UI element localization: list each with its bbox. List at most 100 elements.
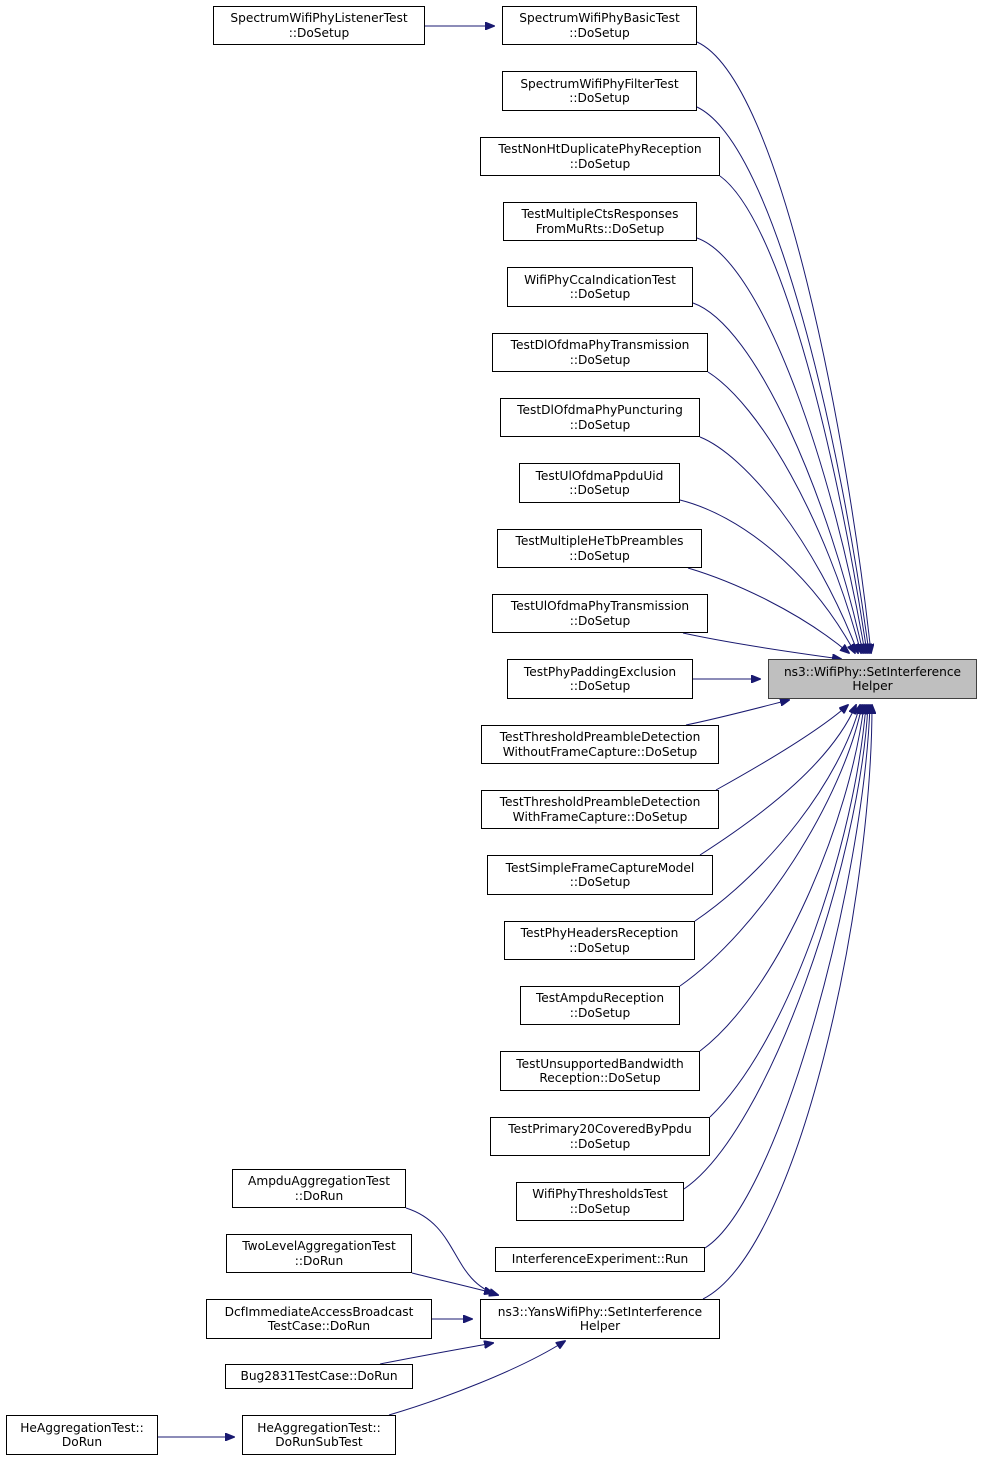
node-test-ul-ofdma-transmission[interactable]: TestUlOfdmaPhyTransmission::DoSetup — [492, 594, 708, 633]
node-label-line: WifiPhyCcaIndicationTest — [524, 272, 676, 287]
edge-test_primary20_covered-to-set_interference_helper — [709, 705, 866, 1118]
node-interference-experiment-run[interactable]: InterferenceExperiment::Run — [495, 1247, 705, 1272]
node-label-line: WithoutFrameCapture::DoSetup — [502, 744, 698, 759]
node-bug2831-test-case[interactable]: Bug2831TestCase::DoRun — [225, 1364, 413, 1389]
node-label-line: Helper — [852, 679, 893, 693]
node-label-line: ns3::YansWifiPhy::SetInterference — [497, 1304, 703, 1319]
node-test-primary20-covered[interactable]: TestPrimary20CoveredByPpdu::DoSetup — [490, 1117, 710, 1156]
edge-spectrum_filter_test-to-set_interference_helper — [696, 106, 869, 653]
node-label-line: DoRunSubTest — [275, 1435, 363, 1449]
edge-test_phy_headers_reception-to-set_interference_helper — [694, 705, 860, 922]
node-label-line: TestThresholdPreambleDetection — [499, 795, 701, 809]
node-label-line: ::DoSetup — [569, 940, 630, 955]
node-spectrum-basic-test[interactable]: SpectrumWifiPhyBasicTest::DoSetup — [502, 6, 697, 45]
edge-test_unsupported_bandwidth-to-set_interference_helper — [699, 705, 864, 1052]
node-label-line: ::DoSetup — [569, 483, 630, 497]
edge-ampdu_aggregation_test-to-yans_set_interference_helper — [405, 1207, 498, 1295]
node-test-dl-ofdma-puncturing[interactable]: TestDlOfdmaPhyPuncturing::DoSetup — [500, 398, 700, 437]
edge-test_ampdu_reception-to-set_interference_helper — [679, 705, 862, 987]
edge-bug2831_test_case-to-yans_set_interference_helper — [379, 1343, 493, 1365]
node-he-aggregation-do-run[interactable]: HeAggregationTest::DoRun — [6, 1415, 158, 1455]
node-test-dl-ofdma-transmission[interactable]: TestDlOfdmaPhyTransmission::DoSetup — [492, 333, 708, 372]
node-label-line: SpectrumWifiPhyBasicTest — [519, 11, 680, 25]
node-label-line: ::DoSetup — [569, 875, 631, 889]
edge-test_non_ht_duplicate-to-set_interference_helper — [719, 175, 867, 653]
node-label-line: Reception::DoSetup — [539, 1071, 661, 1085]
node-label-line: DcfImmediateAccessBroadcast — [224, 1304, 414, 1319]
edge-test_ul_ofdma_ppdu_uid-to-set_interference_helper — [679, 499, 855, 653]
node-test-simple-frame-capture[interactable]: TestSimpleFrameCaptureModel::DoSetup — [487, 855, 713, 895]
edge-test_simple_frame_capture-to-set_interference_helper — [699, 705, 856, 856]
node-test-phy-headers-reception[interactable]: TestPhyHeadersReception::DoSetup — [504, 921, 695, 960]
edge-test_dl_ofdma_transmission-to-set_interference_helper — [707, 371, 861, 653]
node-label-line: ::DoSetup — [569, 417, 631, 432]
node-two-level-aggregation-test[interactable]: TwoLevelAggregationTest::DoRun — [226, 1234, 412, 1273]
edge-yans_set_interference_helper-to-set_interference_helper — [702, 705, 872, 1300]
node-label-line: ::DoSetup — [569, 1005, 631, 1020]
edge-test_ul_ofdma_transmission-to-set_interference_helper — [682, 632, 841, 659]
node-label-line: ::DoSetup — [569, 352, 631, 367]
node-label-line: Bug2831TestCase::DoRun — [240, 1369, 398, 1384]
node-label-line: TestDlOfdmaPhyPuncturing — [517, 403, 683, 417]
node-label-line: ::DoSetup — [569, 91, 630, 105]
edge-he_aggregation_do_run_sub-to-yans_set_interference_helper — [388, 1341, 565, 1416]
node-label-line: WithFrameCapture::DoSetup — [512, 809, 688, 824]
node-label-line: InterferenceExperiment::Run — [511, 1252, 689, 1267]
node-test-multiple-he-tb-preambles[interactable]: TestMultipleHeTbPreambles::DoSetup — [497, 529, 702, 568]
node-label-line: FromMuRts::DoSetup — [535, 221, 665, 236]
edge-two_level_aggregation_test-to-yans_set_interference_helper — [411, 1272, 493, 1293]
node-label-line: HeAggregationTest:: — [257, 1420, 381, 1435]
node-label-line: ::DoSetup — [569, 548, 630, 563]
node-label-line: ::DoRun — [294, 1188, 344, 1203]
node-label-line: TestPhyPaddingExclusion — [523, 664, 677, 679]
node-label-line: SpectrumWifiPhyListenerTest — [230, 11, 408, 25]
node-label-line: TwoLevelAggregationTest — [242, 1239, 396, 1253]
node-label-line: ::DoRun — [294, 1253, 344, 1268]
edge-test_multiple_he_tb_preambles-to-set_interference_helper — [687, 567, 849, 653]
node-label-line: TestMultipleCtsResponses — [521, 207, 679, 221]
node-test-ampdu-reception[interactable]: TestAmpduReception::DoSetup — [520, 986, 680, 1025]
node-wifi-phy-cca-indication[interactable]: WifiPhyCcaIndicationTest::DoSetup — [507, 267, 693, 307]
node-label-line: TestPrimary20CoveredByPpdu — [508, 1122, 692, 1136]
node-label-line: TestCase::DoRun — [267, 1319, 371, 1333]
node-label-line: TestThresholdPreambleDetection — [499, 730, 701, 744]
edge-spectrum_basic_test-to-set_interference_helper — [696, 41, 871, 653]
node-label-line: TestAmpduReception — [535, 991, 665, 1005]
edge-wifi_phy_thresholds_test-to-set_interference_helper — [683, 705, 868, 1190]
node-label-line: ::DoSetup — [569, 1201, 631, 1216]
node-wifi-phy-thresholds-test[interactable]: WifiPhyThresholdsTest::DoSetup — [516, 1182, 684, 1221]
node-spectrum-listener-test[interactable]: SpectrumWifiPhyListenerTest::DoSetup — [213, 6, 425, 45]
node-label-line: ::DoSetup — [569, 1136, 631, 1151]
node-he-aggregation-do-run-sub[interactable]: HeAggregationTest::DoRunSubTest — [242, 1415, 396, 1455]
node-label-line: TestUlOfdmaPhyTransmission — [510, 599, 690, 613]
node-label-line: AmpduAggregationTest — [247, 1174, 390, 1188]
node-label-line: ::DoSetup — [288, 25, 350, 40]
node-label-line: DoRun — [61, 1435, 103, 1449]
node-label-line: TestMultipleHeTbPreambles — [515, 534, 684, 548]
edge-wifi_phy_cca_indication-to-set_interference_helper — [692, 302, 863, 653]
node-spectrum-filter-test[interactable]: SpectrumWifiPhyFilterTest::DoSetup — [502, 71, 697, 111]
node-label-line: TestUlOfdmaPpduUid — [535, 468, 664, 483]
node-label-line: Helper — [579, 1319, 621, 1333]
node-label-line: ::DoSetup — [569, 679, 631, 693]
node-label-line: TestDlOfdmaPhyTransmission — [510, 338, 690, 352]
edge-test_multiple_cts-to-set_interference_helper — [696, 237, 865, 653]
node-label-line: HeAggregationTest:: — [20, 1420, 144, 1435]
node-label-line: TestPhyHeadersReception — [520, 926, 679, 940]
node-label-line: WifiPhyThresholdsTest — [532, 1187, 668, 1201]
node-test-phy-padding-exclusion[interactable]: TestPhyPaddingExclusion::DoSetup — [507, 659, 693, 699]
node-label-line: ns3::WifiPhy::SetInterference — [783, 664, 962, 679]
node-test-non-ht-duplicate[interactable]: TestNonHtDuplicatePhyReception::DoSetup — [480, 137, 720, 176]
node-ampdu-aggregation-test[interactable]: AmpduAggregationTest::DoRun — [232, 1169, 406, 1208]
edge-test_threshold_with_capture-to-set_interference_helper — [715, 705, 848, 791]
node-test-ul-ofdma-ppdu-uid[interactable]: TestUlOfdmaPpduUid::DoSetup — [519, 463, 680, 503]
edge-test_dl_ofdma_puncturing-to-set_interference_helper — [699, 436, 858, 653]
